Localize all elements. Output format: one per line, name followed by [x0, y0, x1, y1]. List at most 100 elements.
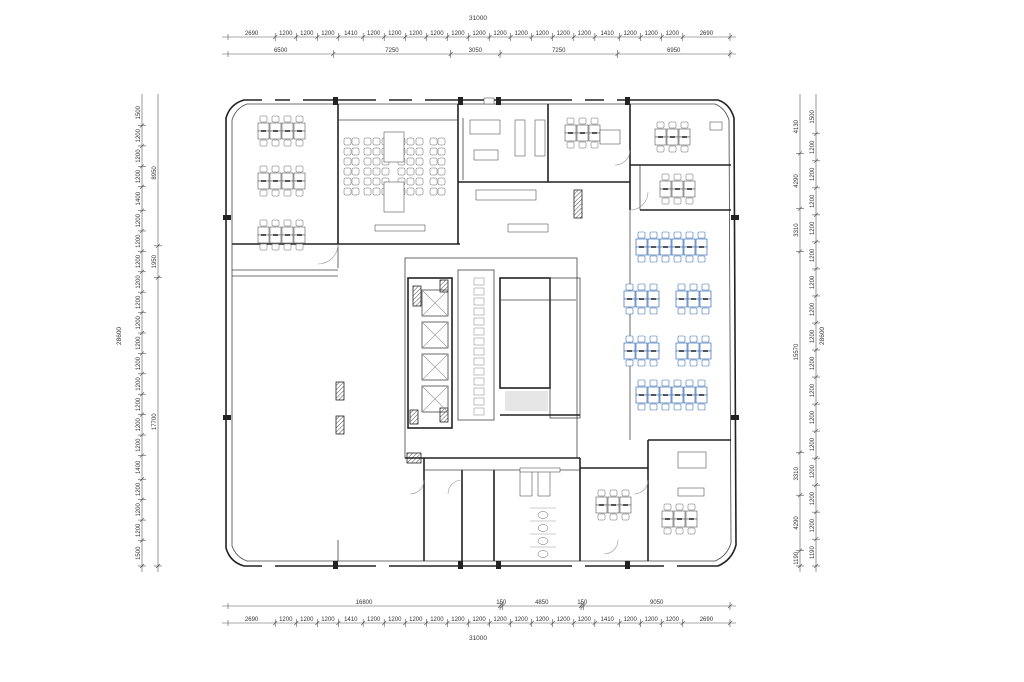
conference-table	[374, 131, 426, 232]
left-module-dimension-label: 1200	[136, 169, 142, 183]
bottom-module-dimension-label: 1200	[451, 617, 465, 623]
core-elements	[335, 189, 583, 464]
top-group-dimension-label: 6950	[667, 48, 681, 54]
workstation-cluster	[635, 379, 708, 411]
left-module-dimension-label: 1500	[136, 546, 142, 560]
left-module-dimension-label: 1200	[136, 213, 142, 227]
left-module-dimension-label: 1200	[136, 149, 142, 163]
top-module-dimension-label: 1200	[388, 31, 402, 37]
left-group-dimension-label: 1950	[152, 254, 158, 268]
top-module-dimension-label: 1200	[367, 31, 381, 37]
bottom-group-dimension-label: 9050	[650, 600, 664, 606]
left-dimension-chain: 1500120012001200140012001200120012001200…	[136, 94, 162, 572]
top-module-dimension-label: 1200	[472, 31, 486, 37]
left-module-dimension-label: 1200	[136, 438, 142, 452]
interior-partitions	[232, 104, 731, 561]
right-group-dimension-label: 15570	[794, 343, 800, 360]
right-module-dimension-label: 1200	[810, 356, 816, 370]
right-total-dimension: 28600	[819, 327, 826, 345]
right-module-dimension-label: 1200	[810, 248, 816, 262]
right-module-dimension-label: 1200	[810, 518, 816, 532]
top-group-dimension-label: 3050	[469, 48, 483, 54]
bottom-group-dimension-label: 150	[577, 600, 588, 606]
left-module-dimension-label: 1200	[136, 418, 142, 432]
right-group-dimension-label: 4290	[794, 516, 800, 530]
top-group-dimension-label: 6500	[274, 48, 288, 54]
bottom-module-dimension-label: 1200	[493, 617, 507, 623]
right-module-dimension-label: 1200	[810, 194, 816, 208]
right-group-dimension-label: 1190	[794, 551, 800, 565]
top-module-dimension-label: 1200	[578, 31, 592, 37]
top-module-dimension-label: 1410	[601, 31, 615, 37]
workstation-cluster	[595, 489, 632, 521]
chair-rows	[343, 137, 360, 196]
left-module-dimension-label: 1200	[136, 315, 142, 329]
left-module-dimension-label: 1200	[136, 336, 142, 350]
right-module-dimension-label: 1500	[810, 110, 816, 124]
top-group-dimension-label: 7250	[385, 48, 399, 54]
top-module-dimension-label: 1200	[451, 31, 465, 37]
top-dimension-chain: 2690 1200 1200 1200 1410 1200 1200 1200 1200 1200…	[222, 31, 736, 58]
bottom-module-dimension-label: 1200	[367, 617, 381, 623]
top-module-dimension-label: 1200	[493, 31, 507, 37]
bottom-module-dimension-label: 1200	[300, 617, 314, 623]
bottom-module-dimension-label: 2690	[700, 617, 714, 623]
top-module-dimension-label: 1200	[666, 31, 680, 37]
workstation-cluster	[623, 335, 660, 367]
workstation-cluster	[635, 231, 708, 263]
top-module-dimension-label: 1200	[514, 31, 528, 37]
right-dimension-chain: 4130429033101557033104290119015001200120…	[794, 94, 820, 572]
top-module-dimension-label: 1200	[430, 31, 444, 37]
left-group-dimension-label: 17700	[152, 413, 158, 430]
bottom-module-dimension-label: 1200	[578, 617, 592, 623]
workstation-cluster	[564, 117, 601, 149]
bottom-module-dimension-label: 1200	[388, 617, 402, 623]
left-module-dimension-label: 1200	[136, 275, 142, 289]
right-module-dimension-label: 1200	[810, 329, 816, 343]
right-group-dimension-label: 4130	[794, 119, 800, 133]
bottom-group-dimension-label: 150	[496, 600, 507, 606]
right-module-dimension-label: 1200	[810, 275, 816, 289]
bottom-module-dimension-label: 1200	[279, 617, 293, 623]
left-module-dimension-label: 1200	[136, 377, 142, 391]
right-module-dimension-label: 1200	[810, 221, 816, 235]
bottom-module-dimension-label: 1200	[409, 617, 423, 623]
bottom-module-dimension-label: 2690	[245, 617, 259, 623]
top-module-dimension-label: 1200	[557, 31, 571, 37]
top-module-dimension-label: 1200	[623, 31, 637, 37]
bottom-module-dimension-label: 1410	[601, 617, 615, 623]
right-module-dimension-label: 1200	[810, 437, 816, 451]
workstation-cluster	[661, 503, 698, 535]
left-module-dimension-label: 1200	[136, 523, 142, 537]
top-module-dimension-label: 1200	[279, 31, 293, 37]
reception-furniture	[469, 97, 723, 497]
top-module-dimension-label: 1200	[409, 31, 423, 37]
top-module-dimension-label: 1410	[344, 31, 358, 37]
right-group-dimension-label: 3310	[794, 223, 800, 237]
left-module-dimension-label: 1200	[136, 503, 142, 517]
top-module-dimension-label: 2690	[700, 31, 714, 37]
left-module-dimension-label: 1200	[136, 397, 142, 411]
workstation-cluster	[675, 335, 712, 367]
right-group-dimension-label: 3310	[794, 467, 800, 481]
top-module-dimension-label: 1200	[321, 31, 335, 37]
right-module-dimension-label: 1200	[810, 302, 816, 316]
top-module-dimension-label: 1200	[645, 31, 659, 37]
bottom-module-dimension-label: 1200	[321, 617, 335, 623]
workstation-cluster	[654, 121, 691, 153]
right-module-dimension-label: 1200	[810, 491, 816, 505]
left-module-dimension-label: 1500	[136, 105, 142, 119]
chair-rows	[429, 137, 446, 196]
bottom-module-dimension-label: 1200	[430, 617, 444, 623]
furniture-layout	[257, 115, 712, 535]
left-module-dimension-label: 1200	[136, 128, 142, 142]
workstation-cluster	[257, 219, 306, 251]
workstation-cluster	[623, 283, 660, 315]
left-module-dimension-label: 1200	[136, 254, 142, 268]
left-module-dimension-label: 1200	[136, 234, 142, 248]
stair-treads	[473, 277, 548, 416]
left-module-dimension-label: 1200	[136, 482, 142, 496]
right-dimensions: 28600 4130429033101557033104290119015001…	[794, 94, 826, 572]
